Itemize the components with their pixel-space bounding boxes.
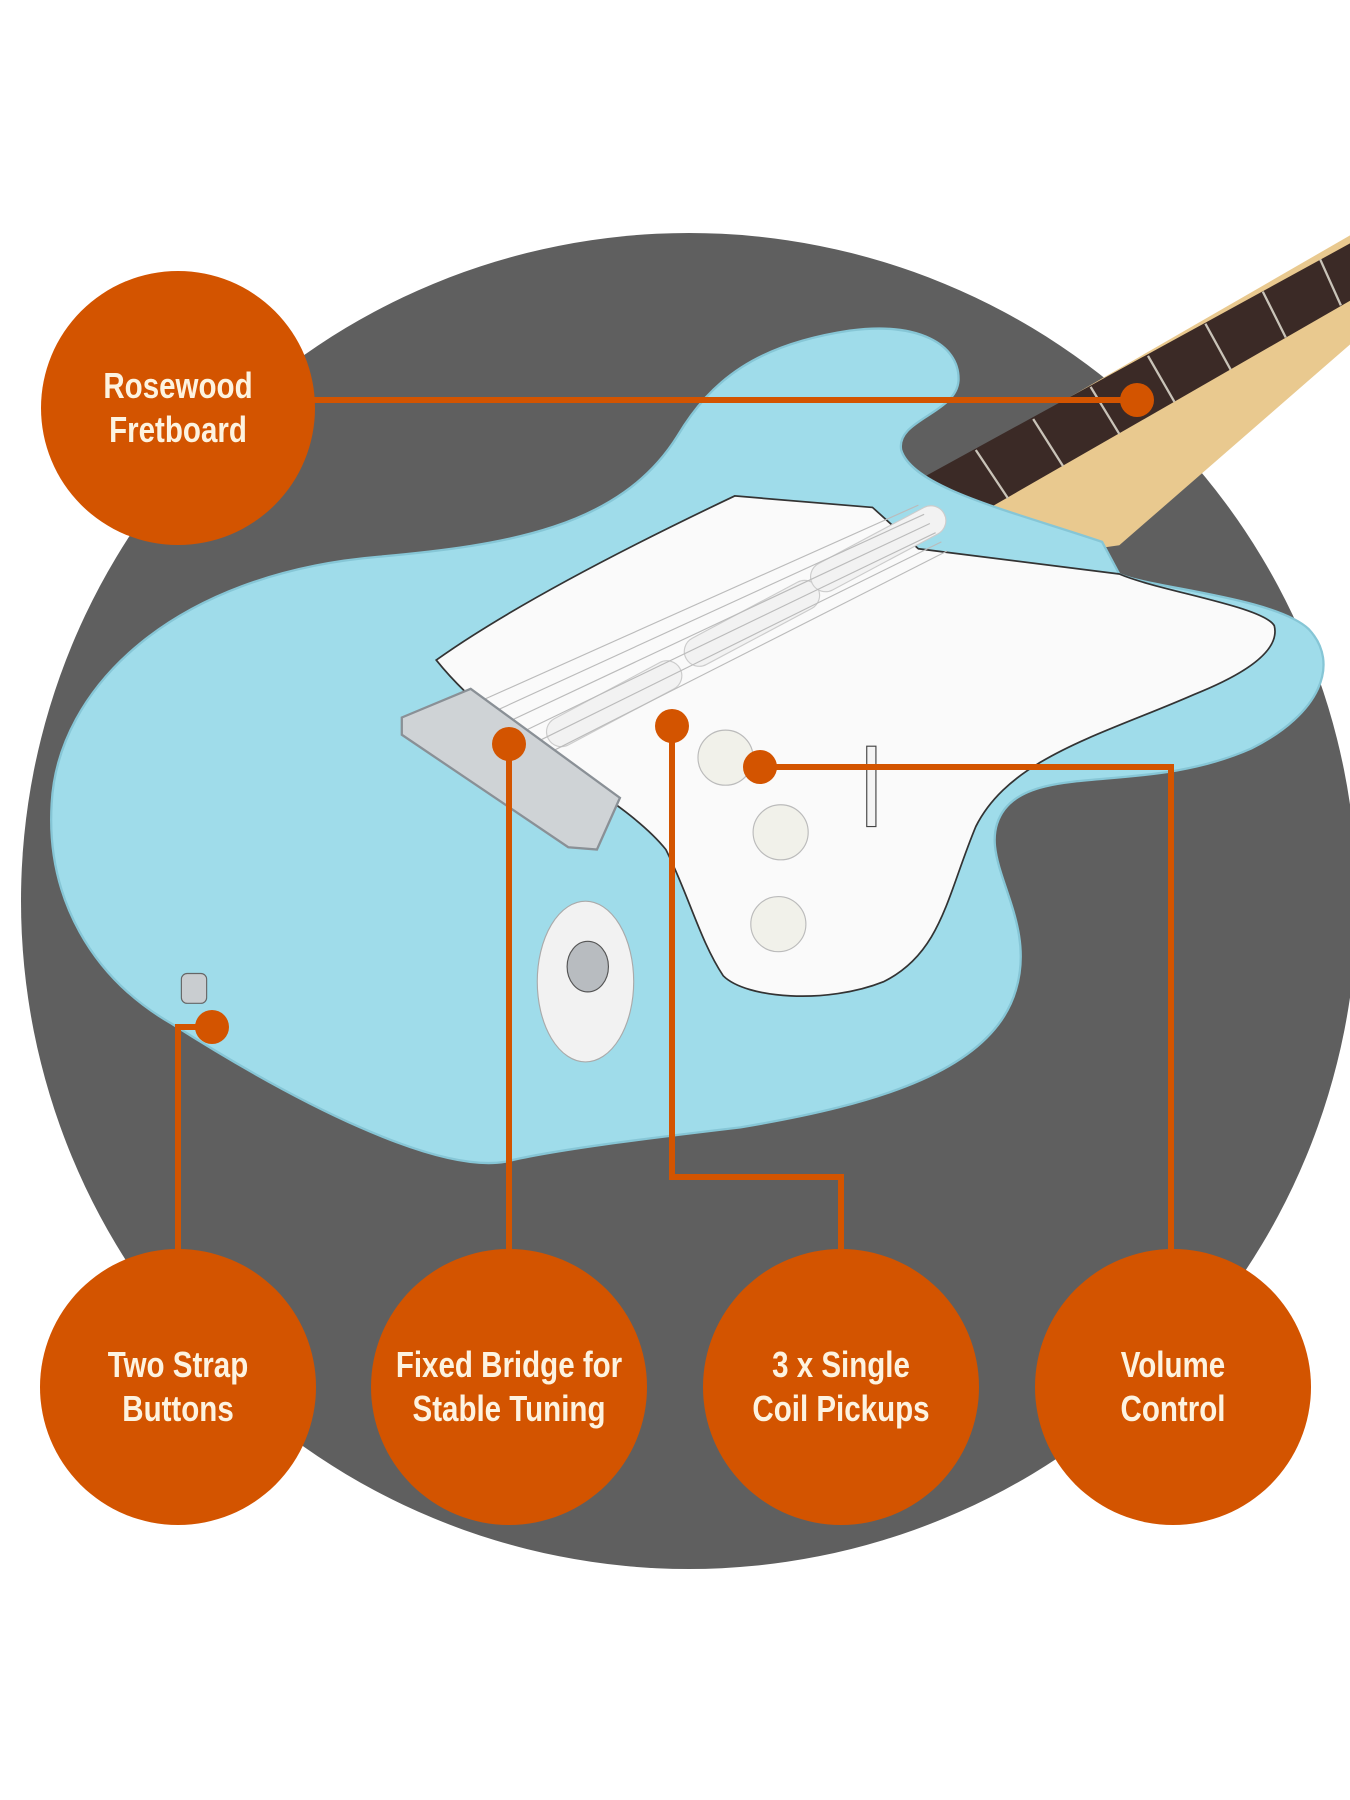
strap-button: [180, 972, 208, 1004]
pickups-callout-circle: [703, 1249, 979, 1525]
volume-dot: [743, 750, 777, 784]
guitar-image: [50, 235, 1350, 1165]
callout-fixed-bridge: Fixed Bridge for Stable Tuning: [395, 1344, 623, 1429]
bridge-dot: [492, 727, 526, 761]
callout-volume-control: Volume Control: [1120, 1344, 1226, 1429]
volume-knob: [697, 729, 754, 786]
tone-knob-2: [750, 896, 807, 953]
callout-circles: [40, 271, 1311, 1525]
pickguard: [434, 495, 1276, 998]
leader-lines: [175, 397, 1174, 1260]
callout-single-coil-pickups: 3 x Single Coil Pickups: [752, 1344, 930, 1429]
fretboard-callout-circle: [41, 271, 315, 545]
strap-callout-circle: [40, 1249, 316, 1525]
callout-dots: [195, 383, 1154, 1044]
strings: [481, 504, 948, 759]
bridge-callout-circle: [371, 1249, 647, 1525]
pickups-dot: [655, 709, 689, 743]
fretboard-dot: [1120, 383, 1154, 417]
output-jack: [566, 940, 610, 993]
callout-rosewood-fretboard: Rosewood Fretboard: [103, 365, 253, 450]
pickup-selector-switch: [866, 745, 877, 828]
volume-callout-circle: [1035, 1249, 1311, 1525]
strap-dot: [195, 1010, 229, 1044]
callout-two-strap-buttons: Two Strap Buttons: [107, 1344, 249, 1429]
tone-knob-1: [752, 804, 809, 861]
